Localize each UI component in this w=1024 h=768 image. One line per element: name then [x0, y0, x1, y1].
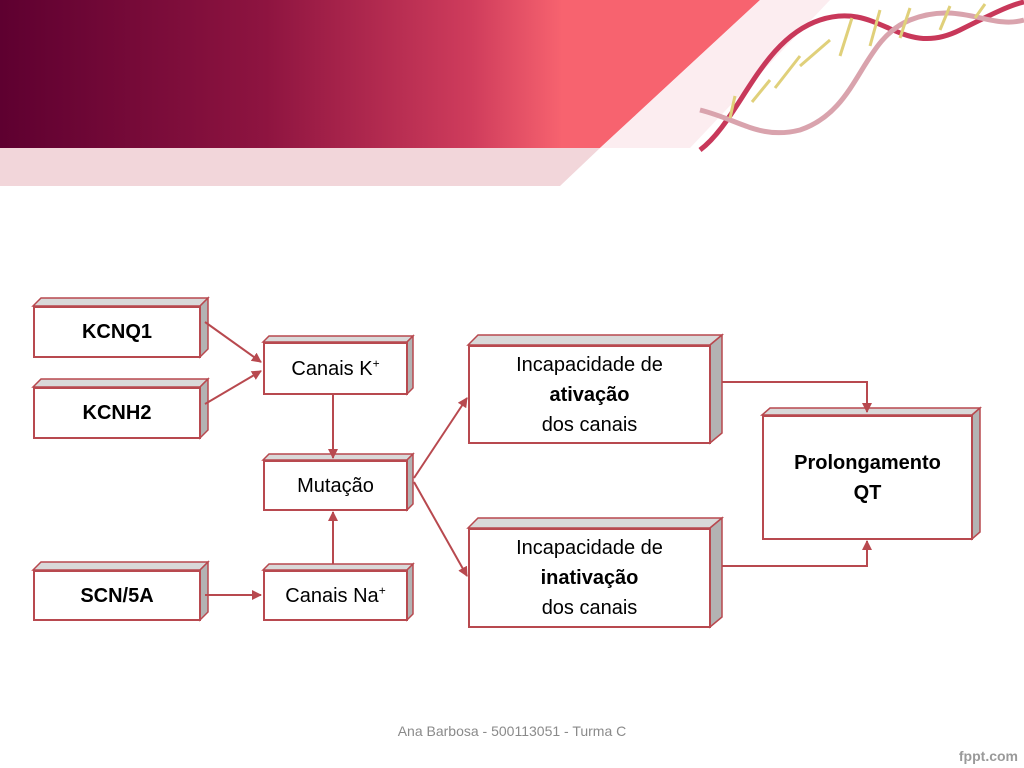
channel-box-potassium: Canais K+ — [263, 342, 408, 395]
inactivation-line-1: Incapacidade de — [516, 537, 663, 559]
activation-line-1: Incapacidade de — [516, 353, 663, 376]
outcome-box: Prolongamento QT — [762, 415, 973, 540]
activation-box: Incapacidade de ativação dos canais — [468, 345, 711, 444]
gene-box-kcnh2: KCNH2 — [33, 387, 201, 439]
brand-watermark: fppt.com — [958, 748, 1018, 764]
arrow-kcnh2-to-k — [204, 370, 262, 405]
box-3d-faces — [31, 296, 982, 629]
channel-label-potassium: Canais K+ — [291, 354, 379, 384]
activation-line-2: ativação — [549, 383, 630, 406]
arrow-mutation-to-activation — [413, 397, 468, 479]
arrow-inactivation-to-outcome — [722, 540, 872, 567]
mutation-box: Mutação — [263, 460, 408, 511]
channel-k-superscript: + — [372, 355, 380, 370]
gene-label-scn5a: SCN/5A — [80, 584, 154, 607]
channel-box-sodium: Canais Na+ — [263, 570, 408, 621]
header-banner — [0, 0, 1024, 190]
gene-box-scn5a: SCN/5A — [33, 570, 201, 621]
inactivation-line-3: dos canais — [541, 597, 638, 619]
outcome-line-2: QT — [853, 481, 882, 504]
arrow-mutation-to-inactivation — [413, 481, 468, 577]
arrows — [204, 321, 872, 600]
arrow-kcnq1-to-k — [204, 321, 262, 363]
mutation-label: Mutação — [297, 474, 374, 497]
channel-label-sodium: Canais Na+ — [285, 581, 385, 611]
gene-box-kcnq1: KCNQ1 — [33, 306, 201, 358]
channel-na-superscript: + — [378, 582, 386, 597]
header-pale-band — [0, 148, 600, 186]
inactivation-box: Incapacidade de inativação dos canais — [468, 528, 711, 628]
inactivation-line-2: inativação — [540, 567, 639, 589]
activation-line-3: dos canais — [541, 413, 638, 436]
dna-helix-image — [698, 0, 1024, 152]
header-highlight — [600, 0, 830, 148]
footer-author: Ana Barbosa - 500113051 - Turma C — [397, 723, 627, 739]
channel-na-text: Canais Na — [285, 584, 379, 607]
header-gradient-band — [0, 0, 760, 148]
gene-label-kcnq1: KCNQ1 — [81, 321, 152, 343]
outcome-line-1: Prolongamento — [794, 451, 941, 474]
gene-label-kcnh2: KCNH2 — [82, 402, 152, 424]
arrow-activation-to-outcome — [722, 381, 872, 413]
channel-k-text: Canais K — [291, 357, 373, 380]
